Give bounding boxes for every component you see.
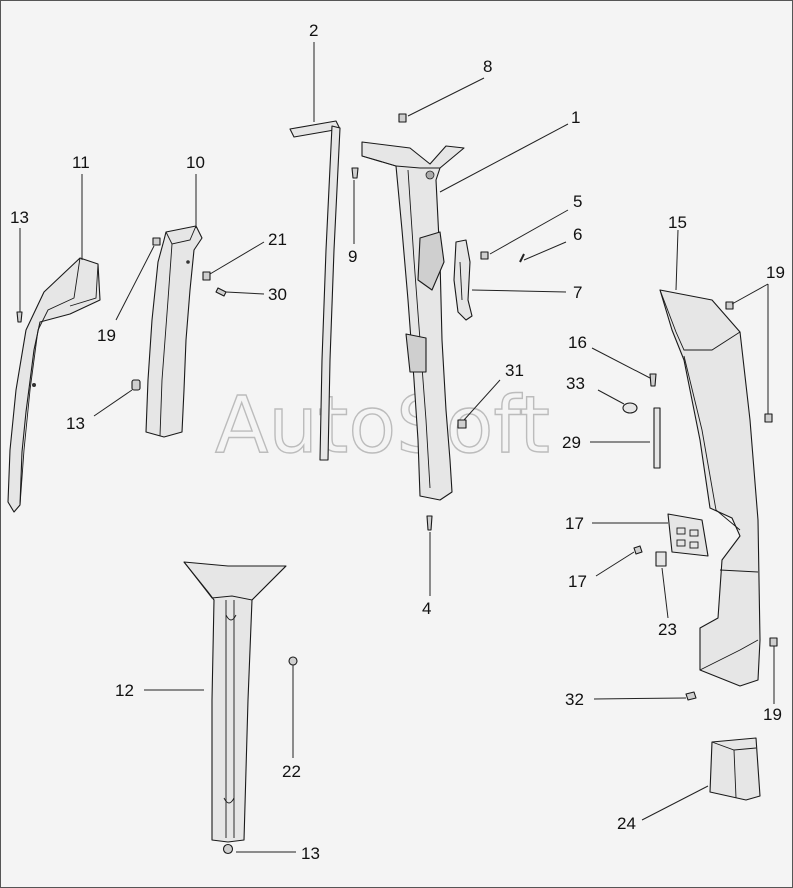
callout-32: 32 <box>565 690 584 709</box>
clip-8 <box>398 113 407 123</box>
screw-13b <box>131 379 141 391</box>
callout-33: 33 <box>566 374 585 393</box>
callout-21: 21 <box>268 230 287 249</box>
callout-31: 31 <box>505 361 524 380</box>
callout-30: 30 <box>268 285 287 304</box>
callout-29: 29 <box>562 433 581 452</box>
screw-22 <box>288 656 298 666</box>
clip-5 <box>480 251 489 260</box>
clip-19d <box>769 637 778 647</box>
part-7-grab-handle <box>453 239 473 321</box>
callout-8: 8 <box>483 57 492 76</box>
part-11-a-pillar-trim <box>7 257 101 513</box>
screw-17b <box>633 545 643 555</box>
callout-4: 4 <box>422 599 431 618</box>
callout-9: 9 <box>348 247 357 266</box>
callout-5: 5 <box>573 192 582 211</box>
clip-31 <box>457 419 467 429</box>
fasteners <box>16 113 778 855</box>
screw-4 <box>426 515 433 531</box>
leader-lines <box>19 42 775 853</box>
callout-22: 22 <box>282 762 301 781</box>
callout-19c: 19 <box>763 705 782 724</box>
callout-13b: 13 <box>66 414 85 433</box>
callout-10: 10 <box>186 153 205 172</box>
callout-2: 2 <box>309 21 318 40</box>
screw-13c <box>222 843 234 855</box>
clip-19b <box>725 301 734 310</box>
screw-9 <box>351 167 359 179</box>
pin-6 <box>519 253 525 263</box>
clip-21 <box>202 271 211 281</box>
part-10-pillar-trim <box>145 225 203 438</box>
callout-19a: 19 <box>97 326 116 345</box>
watermark: AutoSoft <box>215 381 550 471</box>
callout-1: 1 <box>571 108 580 127</box>
callout-6: 6 <box>573 225 582 244</box>
screw-13a <box>16 311 23 323</box>
callout-12: 12 <box>115 681 134 700</box>
part-24-end-cap <box>709 737 761 801</box>
part-29-trim-strip <box>653 407 661 469</box>
screw-32 <box>685 691 697 701</box>
part-15-c-pillar-trim <box>659 289 761 687</box>
callout-11: 11 <box>72 153 90 172</box>
clip-19a <box>152 237 161 246</box>
part-2-weatherstrip <box>289 120 341 461</box>
callout-16: 17 <box>565 514 584 533</box>
clip-19c <box>764 413 773 423</box>
callout-23: 23 <box>658 620 677 639</box>
callout-24: 24 <box>617 814 636 833</box>
part-12-b-pillar-lower-trim <box>183 561 287 843</box>
part-1-b-pillar-upper-trim <box>361 141 465 501</box>
screw-30 <box>215 287 227 297</box>
callout-19b: 19 <box>766 263 785 282</box>
part-23-pad <box>655 551 667 567</box>
callout-17a: 16 <box>568 333 587 352</box>
callout-13a: 13 <box>10 208 29 227</box>
callout-17b: 17 <box>568 572 587 591</box>
part-33-plug <box>622 402 638 414</box>
callout-15: 15 <box>668 213 687 232</box>
screw-17a <box>649 373 657 387</box>
callout-labels: 2 8 1 11 10 5 13 15 6 21 9 19 7 30 19 16… <box>10 21 785 863</box>
callout-7: 7 <box>573 283 582 302</box>
part-16-vent-grille <box>667 513 709 557</box>
callout-13c: 13 <box>301 844 320 863</box>
